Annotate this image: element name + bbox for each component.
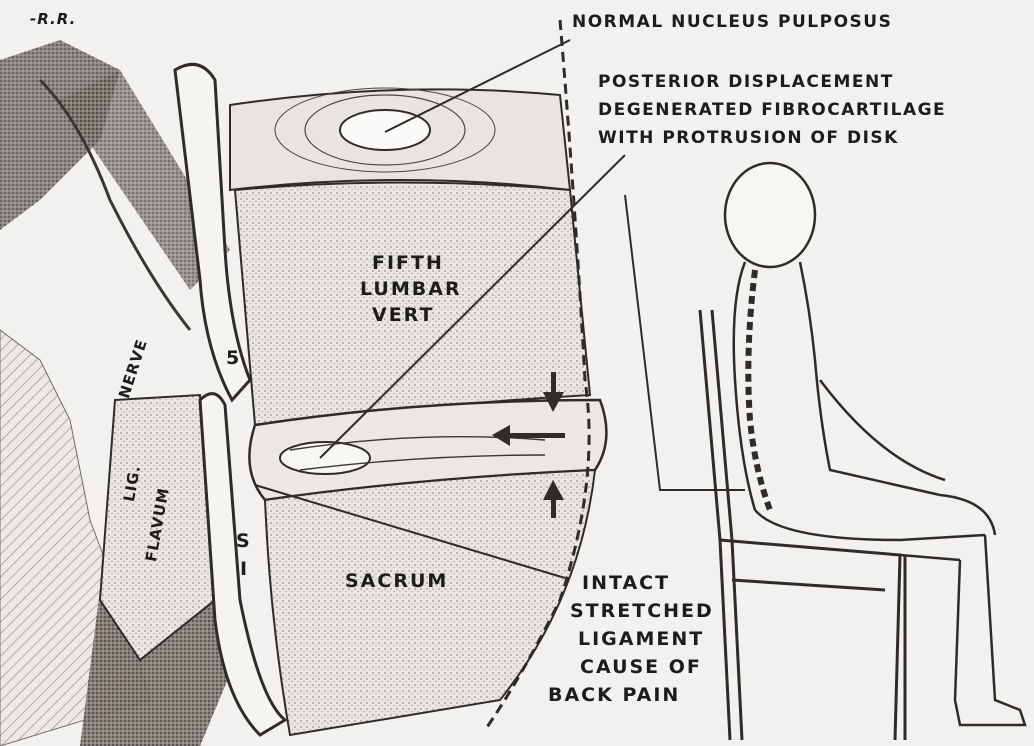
label-stretched: STRETCHED — [570, 598, 714, 624]
label-normal-nucleus: NORMAL NUCLEUS PULPOSUS — [572, 12, 892, 32]
label-posterior-3: WITH PROTRUSION OF DISK — [598, 128, 899, 148]
displaced-nucleus — [280, 442, 370, 474]
figure-spine — [748, 270, 770, 510]
label-vert: VERT — [372, 302, 434, 328]
artist-initials: -R.R. — [30, 10, 76, 28]
label-fifth: FIFTH — [372, 250, 444, 276]
label-posterior-1: POSTERIOR DISPLACEMENT — [598, 72, 894, 92]
seated-figure — [725, 163, 1025, 725]
label-s5: 5 — [226, 345, 241, 371]
label-sacrum: SACRUM — [345, 568, 448, 594]
sacrum-body — [265, 470, 595, 735]
label-lumbar: LUMBAR — [360, 276, 462, 302]
label-s1b: I — [240, 556, 249, 582]
label-cause-of: CAUSE OF — [580, 654, 702, 680]
callout-bracket — [625, 195, 745, 490]
label-back-pain: BACK PAIN — [548, 682, 680, 708]
label-s1: S — [236, 528, 252, 554]
label-intact: INTACT — [582, 570, 670, 596]
label-posterior-2: DEGENERATED FIBROCARTILAGE — [598, 100, 946, 120]
chair — [700, 310, 905, 740]
label-ligament: LIGAMENT — [578, 626, 704, 652]
